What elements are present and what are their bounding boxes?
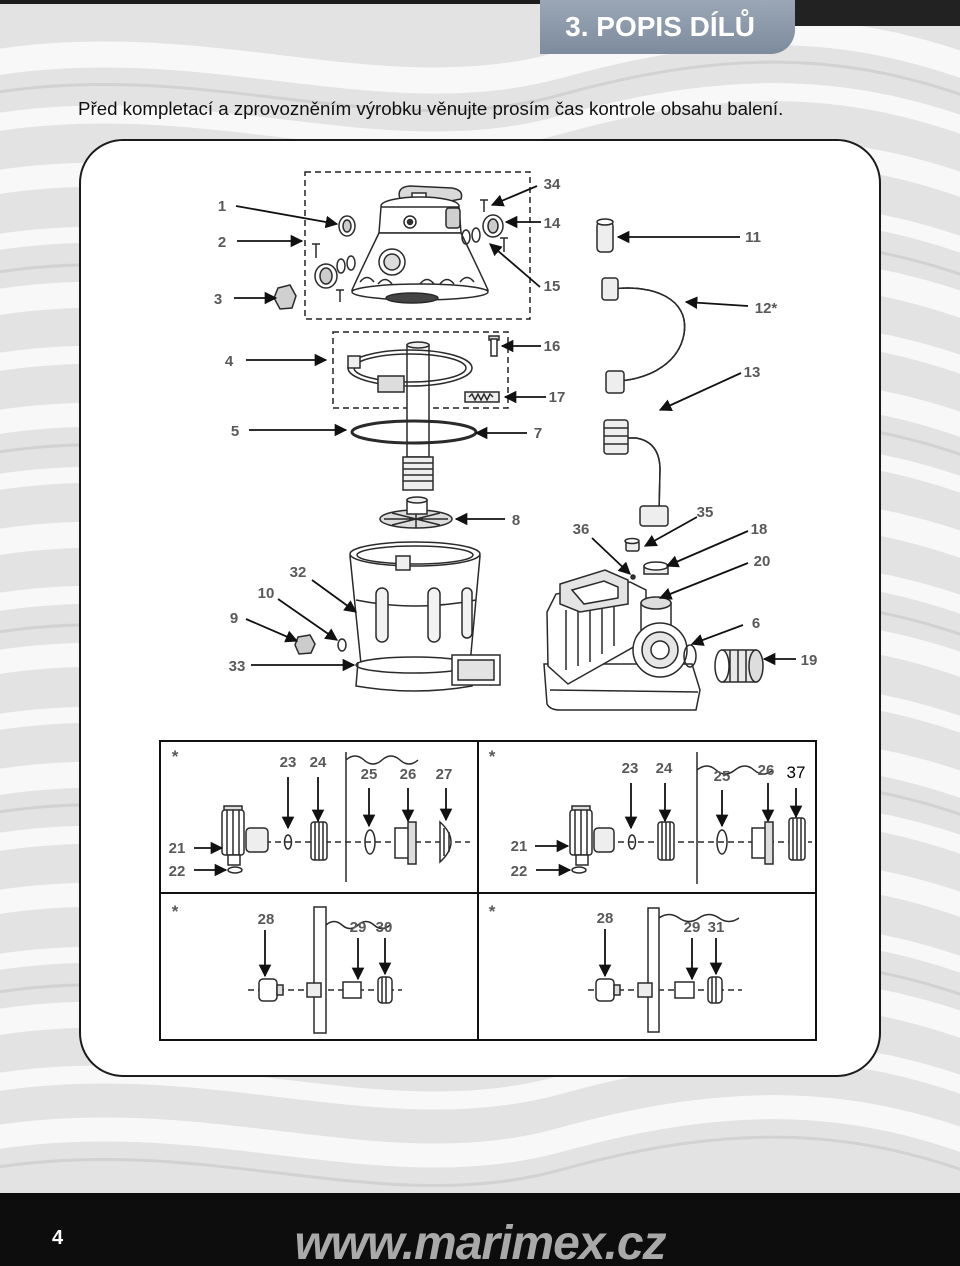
part-label: 10 (258, 585, 275, 602)
part-label: 6 (752, 615, 760, 632)
callout-arrow (489, 243, 541, 288)
laterals-illustration (379, 496, 453, 529)
part-label: 8 (512, 512, 520, 529)
part-label: 26 (400, 766, 417, 783)
part-label: 28 (258, 911, 275, 928)
variant-panel-d-illustration (588, 907, 742, 1033)
part-label: 28 (597, 910, 614, 927)
callout-arrow (235, 205, 339, 229)
part-label: 11 (745, 229, 761, 246)
hose-fittings-illustration (596, 218, 686, 527)
part-label: 31 (708, 919, 725, 936)
part-label: 26 (758, 762, 775, 779)
callout-arrows (234, 185, 796, 672)
variant-panel-b-illustration (569, 752, 812, 884)
intro-text: Před kompletací a zprovozněním výrobku v… (78, 98, 784, 119)
part-label: 30 (376, 919, 393, 936)
part-label: 12* (755, 300, 778, 317)
valve-hardware-illustration (273, 199, 508, 310)
part-label: 24 (310, 754, 327, 771)
pump-illustration (543, 537, 764, 711)
part-label: 27 (436, 766, 453, 783)
callout-arrow (658, 372, 742, 412)
part-label: 14 (544, 215, 561, 232)
multiport-valve-illustration (350, 185, 490, 304)
callout-arrow (490, 185, 538, 207)
part-label: 5 (231, 423, 239, 440)
tank-clamp-illustration (347, 335, 500, 403)
callout-arrow (591, 537, 631, 575)
label-backdrop (784, 762, 808, 782)
part-label: 20 (754, 553, 771, 570)
part-label: 33 (229, 658, 246, 675)
part-number-labels: 1 2 3 34 14 15 11 12* 4 16 13 17 5 7 8 3… (214, 176, 818, 675)
part-label: 1 (218, 198, 226, 215)
page-number: 4 (52, 1227, 64, 1249)
callout-arrow (658, 562, 749, 600)
part-label: 36 (573, 521, 590, 538)
part-label: 13 (744, 364, 761, 381)
optional-marker: * (172, 902, 179, 921)
part-label: 18 (751, 521, 768, 538)
section-title-tab: 3. POPIS DÍLŮ (540, 0, 795, 54)
part-label: 19 (801, 652, 818, 669)
part-label: 25 (361, 766, 378, 783)
optional-marker: * (489, 747, 496, 766)
callout-arrow (277, 598, 339, 641)
part-label: 22 (169, 863, 186, 880)
part-label: 9 (230, 610, 238, 627)
part-label: 23 (280, 754, 297, 771)
part-label: 23 (622, 760, 639, 777)
top-right-header-band (790, 0, 960, 26)
part-label: 35 (697, 504, 714, 521)
part-label: 29 (684, 919, 701, 936)
part-label: 29 (350, 919, 367, 936)
part-label: 7 (534, 425, 542, 442)
callout-arrow (311, 579, 358, 613)
part-label: 32 (290, 564, 307, 581)
part-label: 4 (225, 353, 234, 370)
variant-panel-c-illustration (248, 906, 402, 1034)
part-label: 3 (214, 291, 222, 308)
part-label: 21 (169, 840, 186, 857)
callout-arrow (684, 296, 749, 310)
optional-marker: * (489, 902, 496, 921)
part-label: 15 (544, 278, 561, 295)
part-label: 37 (787, 763, 806, 782)
part-label: 22 (511, 863, 528, 880)
optional-marker: * (172, 747, 179, 766)
part-label: 25 (714, 768, 731, 785)
panel-labels: * 23 24 25 26 27 21 22 * 23 24 25 26 37 … (169, 747, 808, 936)
center-pipe-illustration (402, 341, 434, 491)
part-label: 16 (544, 338, 561, 355)
filter-tank-illustration (294, 541, 501, 692)
clamp-group-dashed-box (332, 331, 509, 409)
callout-arrow (245, 618, 299, 643)
part-label: 21 (511, 838, 528, 855)
callout-arrow (690, 624, 744, 646)
part-label: 34 (544, 176, 561, 193)
callout-arrow (643, 516, 698, 547)
page-footer: 4 www.marimex.cz (0, 1193, 960, 1266)
part-label: 17 (549, 389, 566, 406)
variant-panel-a-illustration (221, 752, 470, 882)
callout-arrow (665, 530, 749, 568)
valve-group-dashed-box (304, 171, 531, 320)
panel-callout-arrows (194, 777, 803, 981)
part-label: 24 (656, 760, 673, 777)
part-label: 2 (218, 234, 226, 251)
website-url: www.marimex.cz (294, 1217, 666, 1266)
top-border-band (0, 0, 960, 4)
